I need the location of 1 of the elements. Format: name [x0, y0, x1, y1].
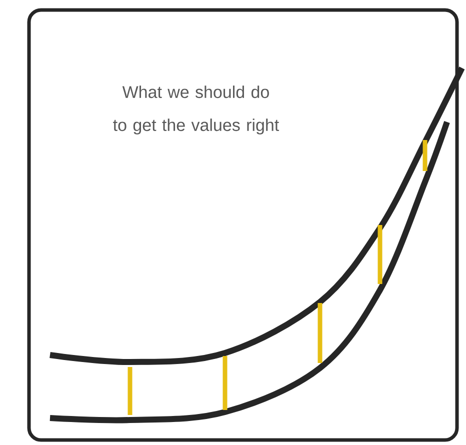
- heading-text: What we should do to get the values right: [113, 86, 279, 134]
